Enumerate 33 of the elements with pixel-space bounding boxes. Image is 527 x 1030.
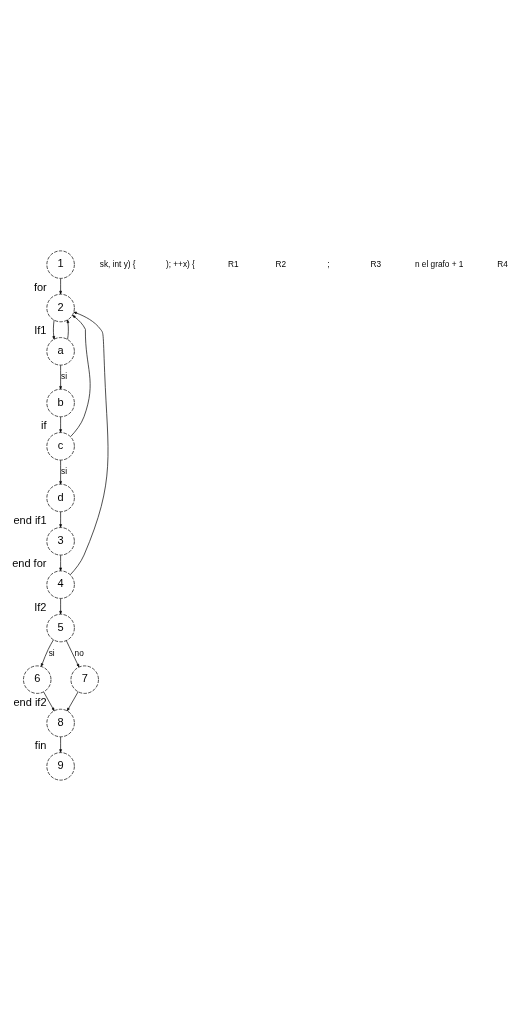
arrow: [69, 314, 90, 437]
arrow: [58, 511, 62, 528]
node-circle: c: [46, 431, 75, 460]
arrow: [40, 639, 54, 667]
node-label: fin: [34, 738, 46, 751]
node-label: end if1: [12, 513, 47, 526]
node-label: if: [40, 418, 47, 431]
node-label: end if2: [12, 695, 47, 708]
arrow: [69, 311, 108, 575]
node-label: If1: [33, 323, 46, 336]
arrow: [58, 364, 62, 389]
node-circle: b: [46, 388, 75, 417]
node-circle: 6: [22, 665, 51, 694]
node-circle: 5: [46, 613, 75, 642]
arrow: [58, 736, 62, 753]
node-circle: 1: [46, 250, 75, 279]
node-circle: 4: [46, 570, 75, 599]
arrow: [66, 319, 69, 340]
node-circle: d: [46, 483, 75, 512]
node-label: for: [33, 280, 47, 293]
arrow: [58, 554, 62, 571]
arrow: [51, 319, 55, 340]
arrow: [58, 459, 62, 484]
arrow: [42, 691, 54, 711]
arrow: [58, 597, 62, 614]
node-label: end for: [11, 556, 46, 569]
arrow: [58, 416, 62, 433]
arrow: [66, 690, 78, 711]
node-circle: 3: [46, 526, 75, 555]
arrow: [65, 639, 79, 667]
node-label: If2: [33, 600, 46, 613]
node-circle: 9: [46, 751, 75, 780]
arrow: [58, 277, 62, 294]
